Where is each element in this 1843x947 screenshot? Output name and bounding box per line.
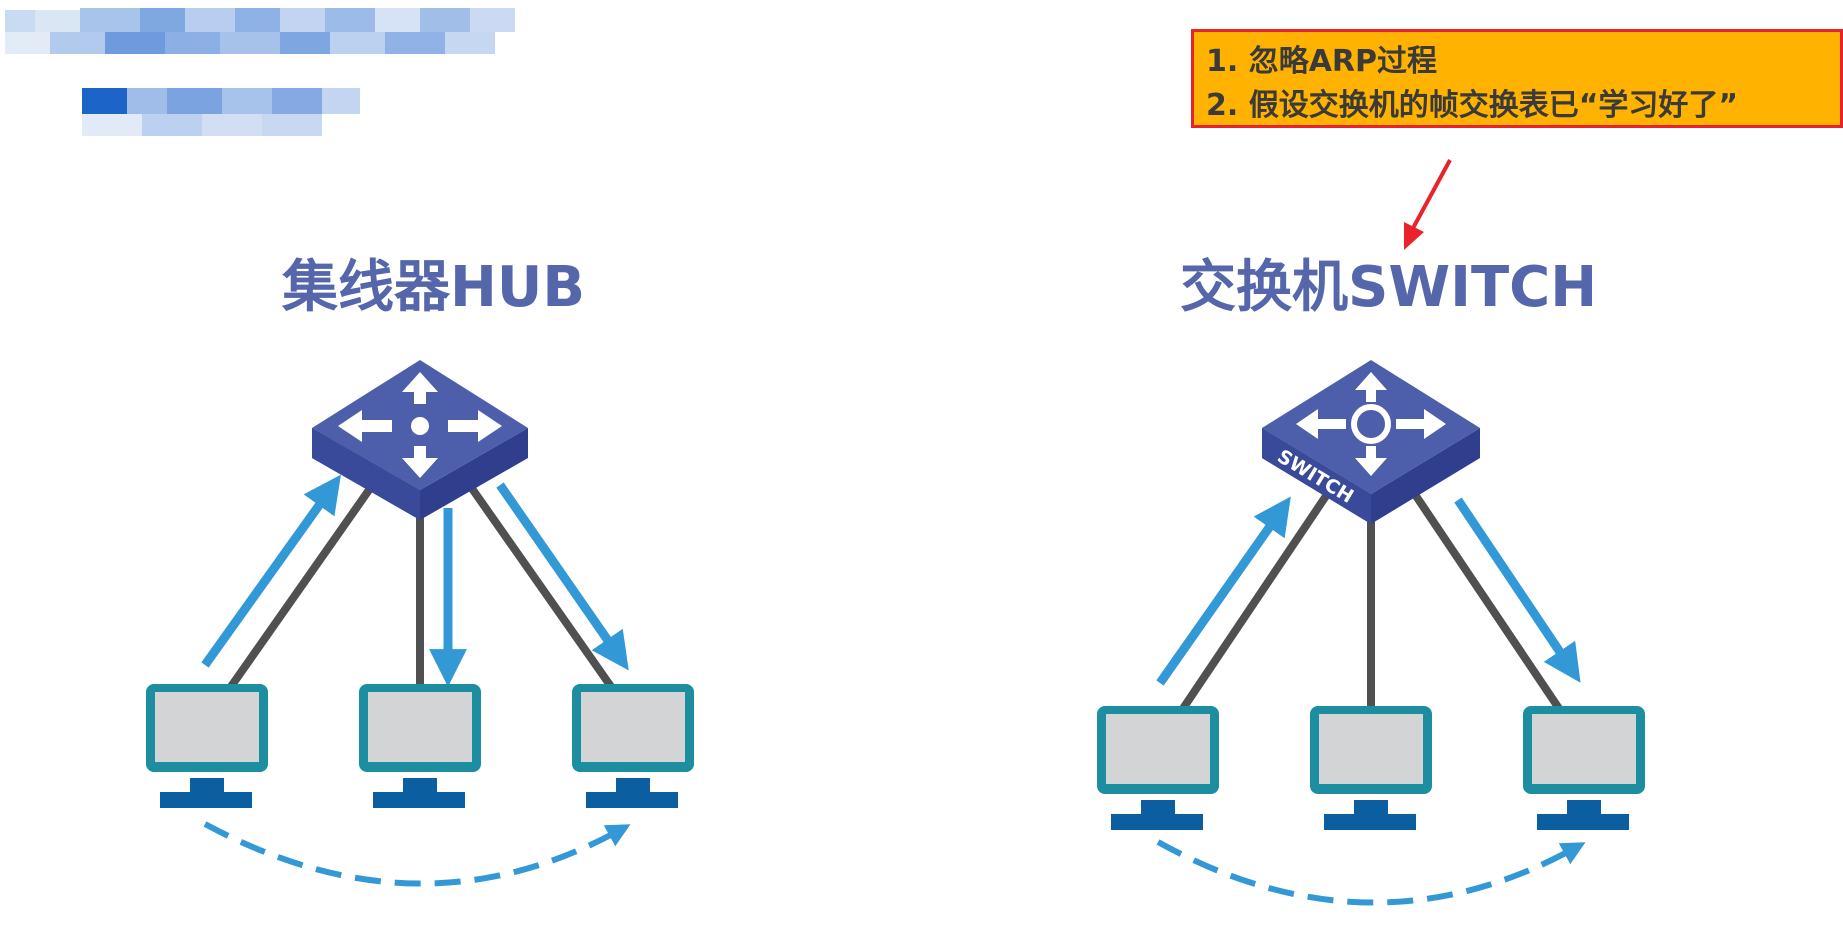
hub-monitor-right	[572, 684, 694, 808]
hub-diagram	[146, 360, 694, 887]
hub-arrow-up-left	[201, 474, 341, 668]
switch-monitor-center	[1310, 706, 1432, 830]
switch-title: 交换机SWITCH	[1180, 255, 1598, 320]
note-callout: 1. 忽略ARP过程 2. 假设交换机的帧交换表已“学习好了”	[1191, 29, 1843, 128]
hub-device	[312, 360, 528, 520]
hub-monitor-center	[359, 684, 481, 808]
switch-cable-left	[1178, 487, 1334, 713]
note-line-1: 1. 忽略ARP过程	[1206, 44, 1438, 79]
switch-arrows-icon	[1296, 372, 1446, 476]
switch-device: SWITCH	[1262, 360, 1480, 524]
hub-monitor-left	[146, 684, 268, 808]
callout-arrow	[1404, 159, 1452, 250]
switch-dashed-arc	[1156, 839, 1586, 906]
hub-dashed-arc	[203, 821, 631, 887]
hub-arrows-icon	[338, 372, 502, 478]
hub-cable-left	[226, 477, 380, 691]
switch-monitor-left	[1097, 706, 1219, 830]
switch-monitor-right	[1523, 706, 1645, 830]
pixelated-block	[5, 8, 515, 136]
switch-arrow-up-left	[1156, 496, 1291, 686]
note-line-2: 2. 假设交换机的帧交换表已“学习好了”	[1206, 88, 1739, 123]
hub-cable-right	[462, 477, 616, 691]
hub-title: 集线器HUB	[282, 255, 586, 320]
blurred-header	[0, 0, 540, 150]
switch-diagram: SWITCH	[1097, 360, 1645, 906]
switch-cable-right	[1408, 487, 1564, 713]
switch-arrow-down-right	[1454, 497, 1581, 683]
hub-arrow-down-right	[496, 482, 629, 671]
